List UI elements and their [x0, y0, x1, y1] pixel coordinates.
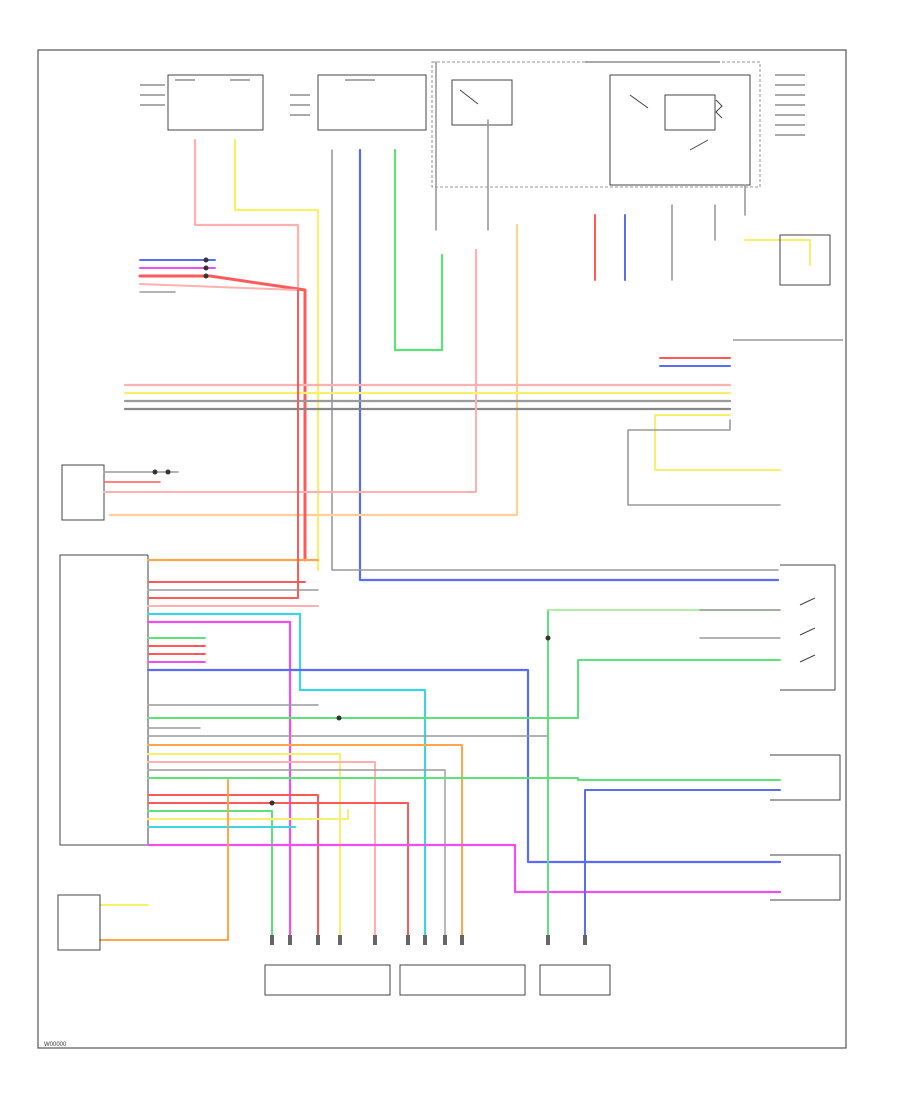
wire-blue-feed: [358, 148, 780, 582]
wire-blue-right-vert: [584, 789, 781, 941]
fuse-box-left: [167, 74, 264, 131]
wire-orange-bottom-left: [99, 779, 229, 941]
wire-green-mid-2: [147, 777, 781, 781]
relay-label-dashes: [140, 61, 805, 136]
diagram-frame: [37, 49, 847, 1049]
module-outline: [59, 554, 148, 846]
wire-yellow-mid: [147, 753, 341, 941]
wire-red-mid-2: [147, 802, 409, 941]
bottom-motor-connectors: [264, 935, 611, 996]
wire-red-mid: [147, 794, 319, 941]
wire-cyan-out: [146, 612, 427, 942]
wire-green-feed: [393, 148, 444, 352]
right-lower-block: [770, 754, 841, 801]
wire-red-out-2: [147, 289, 299, 599]
splice-2: [269, 800, 275, 806]
splice-1: [336, 715, 342, 721]
page-code: W00000: [44, 1042, 67, 1048]
sensor-splice-1: [152, 469, 158, 475]
wire-orange-relay: [108, 223, 519, 517]
upper-splice-2: [203, 265, 209, 271]
relay-control-box: [609, 74, 751, 186]
right-fuse-connectors: [594, 184, 831, 286]
can-bus-bundle: [123, 339, 843, 506]
relay-switch-contacts: [459, 89, 723, 151]
sensor-splice-2: [165, 469, 171, 475]
relay-box-dashed: [431, 61, 761, 188]
motor-connector-1: [264, 964, 391, 996]
bottom-left-sensor: [57, 894, 101, 951]
upper-sensor-connector: [138, 257, 307, 562]
fuse-box-center: [317, 74, 427, 131]
right-switch-block: [699, 564, 841, 901]
wire-blue-out: [146, 668, 782, 864]
top-fuse-relay-area: [140, 61, 805, 188]
wire-green-mid-3: [147, 810, 273, 941]
sensor-box-left-mid: [61, 464, 105, 521]
right-bottom-sensor: [770, 854, 841, 901]
wire-gray-right-down: [627, 419, 781, 506]
right-switch-contacts: [799, 597, 816, 663]
wire-magenta-bottom: [146, 843, 782, 894]
left-middle-sensor: [61, 394, 477, 521]
wire-red-upper: [138, 274, 307, 562]
wire-pink-mid: [147, 761, 376, 941]
main-control-module: [59, 554, 149, 846]
wire-pink-upper: [139, 283, 299, 291]
wire-yellow-right: [744, 239, 811, 266]
relay-switch-box: [451, 79, 513, 126]
wire-gray-mid-3: [147, 735, 549, 941]
right-switch-outline: [780, 564, 836, 691]
wire-gray-feed: [331, 149, 779, 571]
top-feed-wires: [108, 61, 780, 582]
bottom-pins: [270, 935, 587, 945]
wire-pink-feed: [193, 138, 300, 292]
wire-orange-mid: [147, 744, 463, 941]
relay-coil-box: [664, 94, 716, 131]
wire-yellow-feed: [233, 138, 320, 572]
wire-yellow-right-down: [654, 414, 781, 471]
module-output-wires: [99, 289, 782, 942]
wire-green-mid: [147, 659, 781, 719]
motor-connector-2: [399, 964, 526, 996]
splice-3: [545, 635, 551, 641]
upper-splice-1: [203, 257, 209, 263]
wire-yellow-mid-2: [147, 809, 349, 820]
wire-magenta-out: [146, 620, 292, 942]
sensor-box-right: [779, 234, 831, 286]
upper-splice-3: [203, 273, 209, 279]
wire-pink-sensor: [103, 394, 477, 493]
motor-connector-3: [539, 964, 611, 996]
wire-gray-mid-4: [147, 769, 446, 941]
